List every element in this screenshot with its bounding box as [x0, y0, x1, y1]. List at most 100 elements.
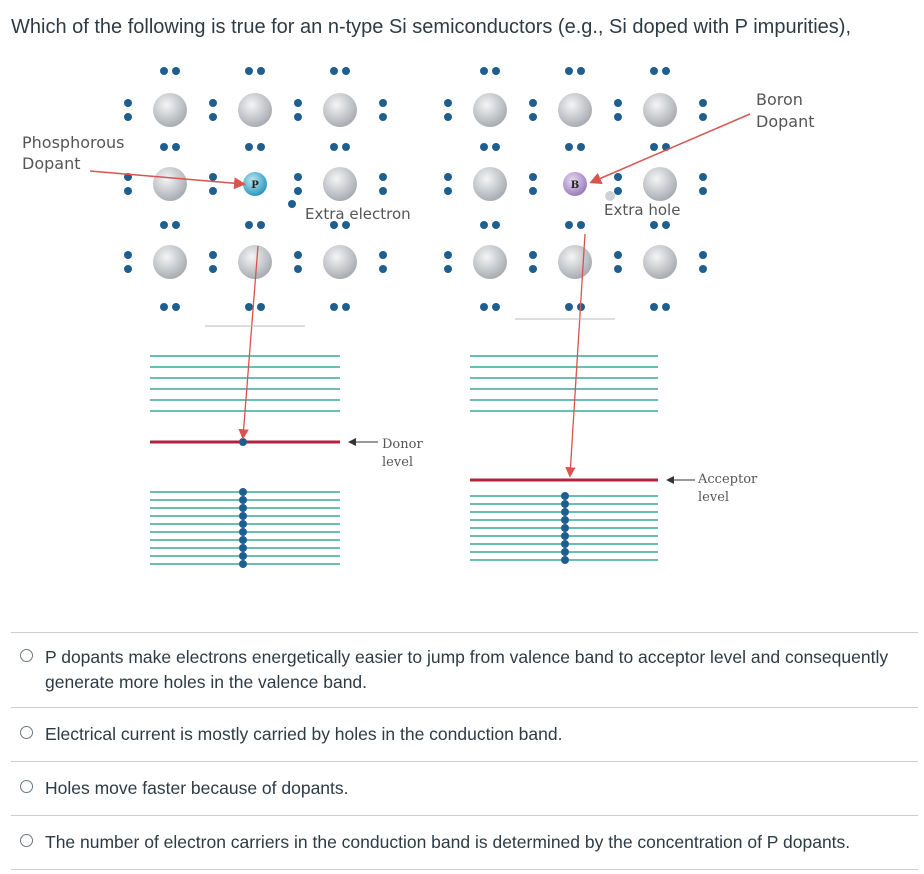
- electron-dot: [529, 113, 537, 121]
- electron-dot: [239, 536, 247, 544]
- electron-dot: [529, 251, 537, 259]
- hole-transition-arrow: [565, 233, 586, 478]
- electron-dot: [245, 303, 253, 311]
- electron-dot: [288, 200, 296, 208]
- electron-dot: [172, 67, 180, 75]
- electron-dot: [614, 265, 622, 273]
- electron-transition-arrow: [238, 245, 259, 440]
- electron-dot: [379, 173, 387, 181]
- electron-dot: [561, 556, 569, 564]
- electron-dot: [699, 99, 707, 107]
- electron-dot: [577, 143, 585, 151]
- electron-dot: [209, 99, 217, 107]
- electron-dot: [257, 143, 265, 151]
- electron-dot: [561, 548, 569, 556]
- electron-dot: [650, 143, 658, 151]
- hole-marker: [605, 191, 615, 201]
- electron-dot: [294, 113, 302, 121]
- electron-dot: [577, 67, 585, 75]
- answer-list: P dopants make electrons energetically e…: [11, 632, 918, 870]
- electron-dot: [239, 438, 247, 446]
- silicon-atom: [238, 245, 272, 279]
- acceptor-level-label: level: [698, 490, 729, 505]
- electron-dot: [444, 173, 452, 181]
- extra-hole-label: Extra hole: [604, 201, 680, 219]
- electron-dot: [561, 524, 569, 532]
- question-text: Which of the following is true for an n-…: [11, 16, 852, 38]
- donor-level-label: level: [382, 455, 413, 470]
- electron-dot: [160, 67, 168, 75]
- electron-dot: [209, 265, 217, 273]
- electron-dot: [444, 99, 452, 107]
- left-lattice: P: [124, 67, 387, 311]
- electron-dot: [565, 143, 573, 151]
- dopant-atom: [243, 172, 267, 196]
- silicon-atom: [153, 93, 187, 127]
- electron-dot: [245, 143, 253, 151]
- electron-dot: [662, 67, 670, 75]
- radio-button-icon[interactable]: [20, 726, 33, 739]
- answer-text: P dopants make electrons energetically e…: [45, 647, 889, 692]
- electron-dot: [245, 221, 253, 229]
- electron-dot: [239, 552, 247, 560]
- electron-dot: [245, 67, 253, 75]
- electron-dot: [124, 251, 132, 259]
- extra-electron-label: Extra electron: [305, 205, 411, 223]
- electron-dot: [492, 303, 500, 311]
- doping-diagram: P B Phosphorous Dopant Extra electron Do…: [22, 67, 814, 568]
- silicon-atom: [643, 245, 677, 279]
- electron-dot: [209, 113, 217, 121]
- electron-dot: [529, 99, 537, 107]
- electron-dot: [239, 504, 247, 512]
- electron-dot: [257, 67, 265, 75]
- electron-dot: [614, 99, 622, 107]
- electron-dot: [124, 99, 132, 107]
- dopant-pointer-arrow: [589, 113, 751, 184]
- electron-dot: [294, 265, 302, 273]
- electron-dot: [239, 544, 247, 552]
- electron-dot: [577, 221, 585, 229]
- silicon-atom: [323, 93, 357, 127]
- electron-dot: [480, 143, 488, 151]
- electron-dot: [444, 187, 452, 195]
- electron-dot: [444, 251, 452, 259]
- answer-option-4[interactable]: The number of electron carriers in the c…: [11, 815, 918, 870]
- electron-dot: [330, 303, 338, 311]
- electron-dot: [561, 508, 569, 516]
- electron-dot: [614, 187, 622, 195]
- electron-dot: [172, 143, 180, 151]
- electron-dot: [239, 520, 247, 528]
- electron-dot: [614, 113, 622, 121]
- electron-dot: [529, 187, 537, 195]
- electron-dot: [239, 528, 247, 536]
- electron-dot: [650, 67, 658, 75]
- donor-label: Donor: [382, 437, 423, 452]
- electron-dot: [614, 251, 622, 259]
- electron-dot: [124, 265, 132, 273]
- electron-dot: [209, 187, 217, 195]
- electron-dot: [565, 303, 573, 311]
- answer-option-3[interactable]: Holes move faster because of dopants.: [11, 761, 918, 815]
- answer-option-1[interactable]: P dopants make electrons energetically e…: [11, 632, 918, 707]
- electron-dot: [124, 187, 132, 195]
- electron-dot: [160, 303, 168, 311]
- electron-dot: [492, 143, 500, 151]
- electron-dot: [342, 221, 350, 229]
- phosphorous-label: Phosphorous: [22, 133, 125, 152]
- silicon-atom: [643, 167, 677, 201]
- answer-option-2[interactable]: Electrical current is mostly carried by …: [11, 707, 918, 761]
- electron-dot: [561, 532, 569, 540]
- right-lattice: B: [444, 67, 707, 311]
- electron-dot: [699, 113, 707, 121]
- silicon-atom: [323, 245, 357, 279]
- radio-button-icon[interactable]: [20, 834, 33, 847]
- dopant-pointer-arrow: [89, 170, 246, 190]
- radio-button-icon[interactable]: [20, 780, 33, 793]
- silicon-atom: [473, 167, 507, 201]
- electron-dot: [379, 251, 387, 259]
- dopant-atom-symbol: B: [571, 180, 579, 191]
- radio-button-icon[interactable]: [20, 649, 33, 662]
- electron-dot: [480, 303, 488, 311]
- silicon-atom: [643, 93, 677, 127]
- electron-dot: [160, 221, 168, 229]
